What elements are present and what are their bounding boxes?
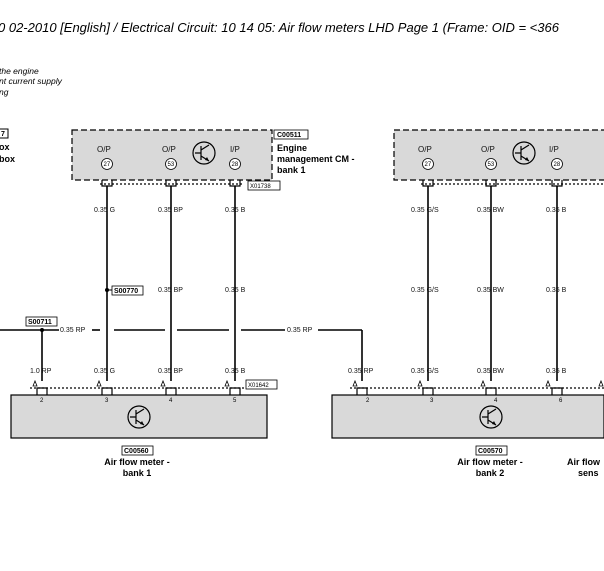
sensor3-name-line-2: sens <box>578 468 599 478</box>
meter1-name-line-2: bank 1 <box>123 468 152 478</box>
ecm1-wire-mid-1: 0.35 BP <box>158 287 183 294</box>
ecm2-wire-mid-3: 0.35 B <box>546 287 567 294</box>
m1-connector-ref: X01642 <box>248 383 269 389</box>
ecm1-wire-top-1: 0.35 G <box>94 207 115 214</box>
ecm-bank-1: O/P O/P I/P 27 53 28 <box>71 129 273 181</box>
ecm2-pin2-label: O/P <box>481 145 495 154</box>
left-edge-line-1: ox <box>0 142 10 152</box>
meter1-ref: C00560 <box>124 448 149 455</box>
ecm1-connector-ref: X01738 <box>250 184 271 190</box>
m1-wire-3: 0.35 BP <box>158 368 183 375</box>
ecm2-wire-top-1: 0.35 G/S <box>411 207 439 214</box>
splice-s00770: S00770 <box>114 288 138 295</box>
transistor-icon <box>127 405 151 429</box>
ecm2-wire-mid-2: 0.35 BW <box>477 287 504 294</box>
m2-wire-1: 0.35 RP <box>348 368 374 375</box>
sensor3-name-line-1: Air flow <box>567 457 601 467</box>
m2-wire-4: 0.35 B <box>546 368 567 375</box>
m2-wire-3: 0.35 BW <box>477 368 504 375</box>
m1-wire-2: 0.35 G <box>94 368 115 375</box>
ecm2-pin2-num: 53 <box>488 162 495 168</box>
bus-label-right: 0.35 RP <box>287 327 313 334</box>
ecm1-name-line-2: management CM - <box>277 154 355 164</box>
meter2-name-line-1: Air flow meter - <box>457 457 523 467</box>
transistor-icon <box>479 405 503 429</box>
bus-label-left: 0.35 RP <box>60 327 86 334</box>
ecm1-name-line-1: Engine <box>277 143 307 153</box>
page-title: 0 02-2010 [English] / Electrical Circuit… <box>0 20 560 35</box>
m2-pin-stubs <box>356 387 563 395</box>
ecm2-wire-top-2: 0.35 BW <box>477 207 504 214</box>
ecm2-pin1-num: 27 <box>425 162 432 168</box>
m2-pin-markers <box>352 379 604 387</box>
m2-wire-2: 0.35 G/S <box>411 368 439 375</box>
m2-pin-2: 2 <box>366 398 370 404</box>
m1-pin-2: 2 <box>40 398 44 404</box>
left-edge-line-2: box <box>0 154 15 164</box>
ecm2-pin3-num: 28 <box>554 162 561 168</box>
note-line-3: ng <box>0 87 9 97</box>
m2-pin-6: 6 <box>559 398 563 404</box>
meter2-name-line-2: bank 2 <box>476 468 505 478</box>
ecm2-wire-mid-1: 0.35 G/S <box>411 287 439 294</box>
ecm-bank-2: O/P O/P I/P 27 53 28 <box>393 129 604 181</box>
ecm1-pin2-num: 53 <box>168 162 175 168</box>
ecm2-pin3-label: I/P <box>549 145 559 154</box>
ecm1-pin1-label: O/P <box>97 145 111 154</box>
note-line-1: the engine <box>0 66 39 76</box>
m2-pin-3: 3 <box>430 398 434 404</box>
meter2-ref: C00570 <box>478 448 503 455</box>
m1-pin-5: 5 <box>233 398 237 404</box>
ecm1-pin3-num: 28 <box>232 162 239 168</box>
m1-pin-stubs <box>36 387 241 395</box>
ecm1-pin-stubs <box>101 180 241 187</box>
ecm1-wire-mid-2: 0.35 B <box>225 287 246 294</box>
splice-s00711: S00711 <box>28 319 52 326</box>
ecm1-ref: C00511 <box>277 132 301 139</box>
meter1-name-line-1: Air flow meter - <box>104 457 170 467</box>
note-line-2: nt current supply <box>0 76 63 86</box>
left-edge-component: 7 ox box <box>0 128 15 164</box>
ecm1-wire-top-3: 0.35 B <box>225 207 246 214</box>
ecm1-pin1-num: 27 <box>104 162 111 168</box>
m1-wire-1: 1.0 RP <box>30 368 52 375</box>
ecm2-wire-top-3: 0.35 B <box>546 207 567 214</box>
m1-pin-3: 3 <box>105 398 109 404</box>
ecm1-pin3-label: I/P <box>230 145 240 154</box>
air-flow-meter-bank-1: 2 3 4 5 <box>10 394 268 439</box>
ecm1-wire-top-2: 0.35 BP <box>158 207 183 214</box>
air-flow-meter-bank-2: 2 3 4 6 <box>331 394 604 439</box>
ecm1-pin2-label: O/P <box>162 145 176 154</box>
ecm2-pin-stubs <box>422 180 563 187</box>
transistor-icon <box>192 141 216 165</box>
m1-wire-4: 0.35 B <box>225 368 246 375</box>
transistor-icon <box>512 141 536 165</box>
m2-pin-4: 4 <box>494 398 498 404</box>
m1-pin-markers <box>32 379 230 387</box>
left-edge-ref: 7 <box>1 131 5 138</box>
m1-pin-4: 4 <box>169 398 173 404</box>
ecm2-pin1-label: O/P <box>418 145 432 154</box>
ecm1-name-line-3: bank 1 <box>277 165 306 175</box>
